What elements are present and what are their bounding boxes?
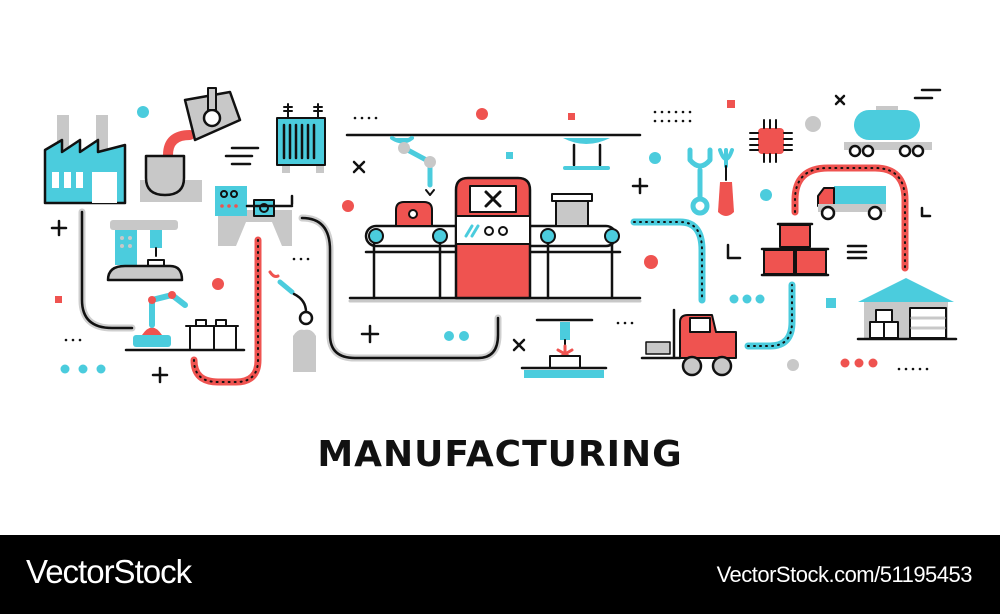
warehouse-icon <box>856 278 958 341</box>
drill-press-icon <box>106 220 184 282</box>
laser-cutter-icon <box>520 318 608 378</box>
decorations <box>50 88 942 384</box>
page-title: MANUFACTURING <box>317 434 683 475</box>
transformer-icon <box>276 103 326 173</box>
conveyor-belt-icon <box>348 193 642 303</box>
tank-wagon-icon <box>844 106 932 158</box>
wrench-icon <box>687 147 713 216</box>
forklift-icon <box>640 308 737 377</box>
overhead-rail <box>345 133 642 196</box>
microchip-icon <box>749 119 793 163</box>
lathe-machine-icon <box>215 186 294 246</box>
robotic-arm-icon <box>124 291 246 352</box>
factory-icon <box>43 115 127 205</box>
connector-paths <box>78 164 909 386</box>
watermark-footer: VectorStock VectorStock.com/51195453 <box>0 535 1000 614</box>
truck-icon <box>817 186 886 221</box>
image-reference: VectorStock.com/51195453 <box>716 562 973 587</box>
screwdriver-icon <box>718 148 734 216</box>
manufacturing-illustration <box>43 87 958 386</box>
ladle-crucible-icon <box>140 87 260 202</box>
brand-logo: VectorStock <box>26 553 192 590</box>
barrels-icon <box>760 222 830 277</box>
control-machine-icon <box>454 176 532 300</box>
welding-torch-icon <box>268 270 316 372</box>
